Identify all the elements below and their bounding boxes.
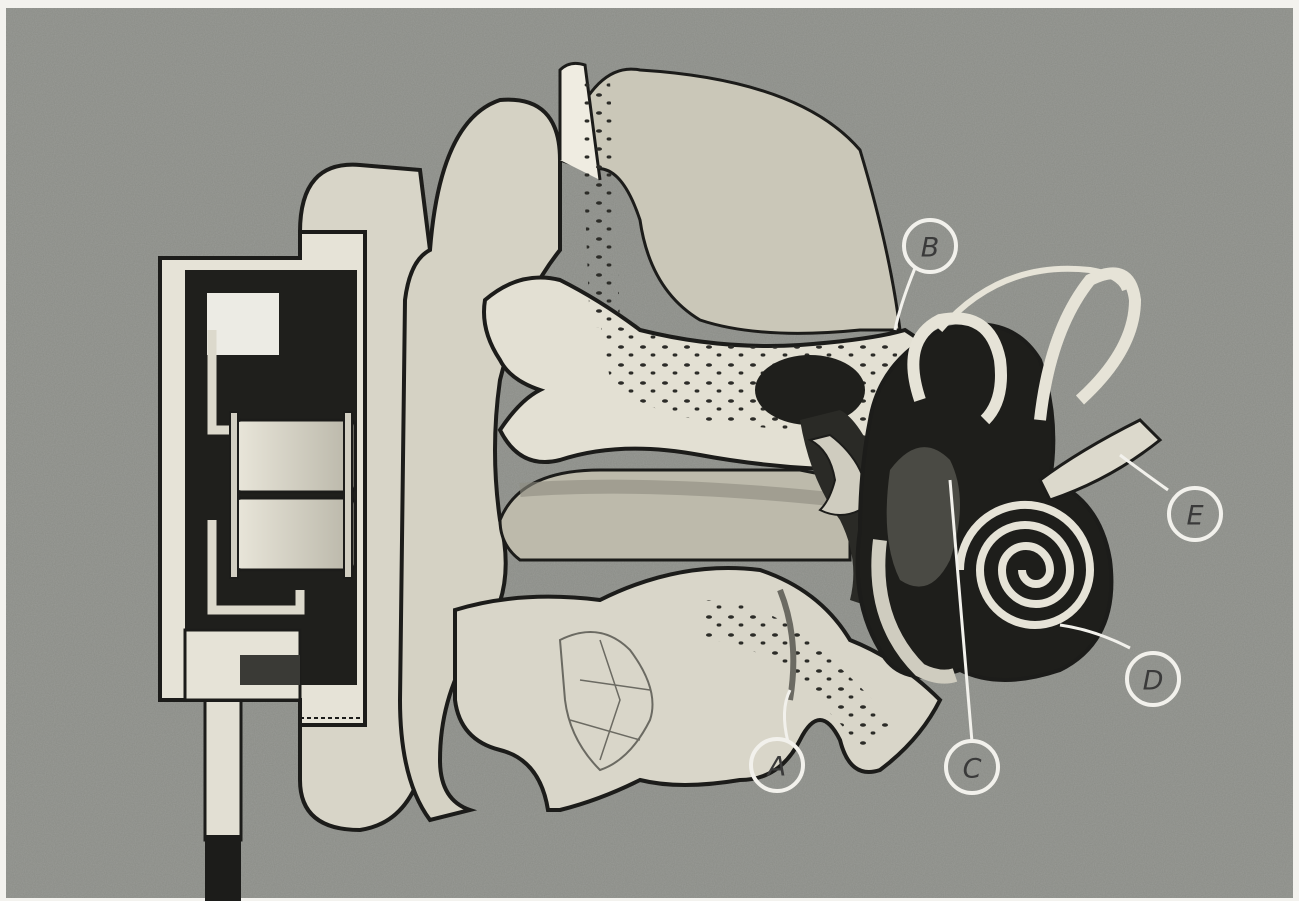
receiver-coil-lower (235, 498, 355, 570)
callout-e-label: E (1186, 501, 1203, 532)
receiver-coil-upper (235, 420, 355, 492)
receiver-cord (205, 690, 241, 901)
callout-d-label: D (1143, 666, 1164, 697)
receiver-label-patch (207, 293, 279, 355)
callout-a-label: A (766, 752, 786, 783)
callout-c-label: C (963, 754, 982, 785)
middle-ear-cavity (755, 355, 865, 425)
callout-b-label: B (921, 233, 940, 264)
